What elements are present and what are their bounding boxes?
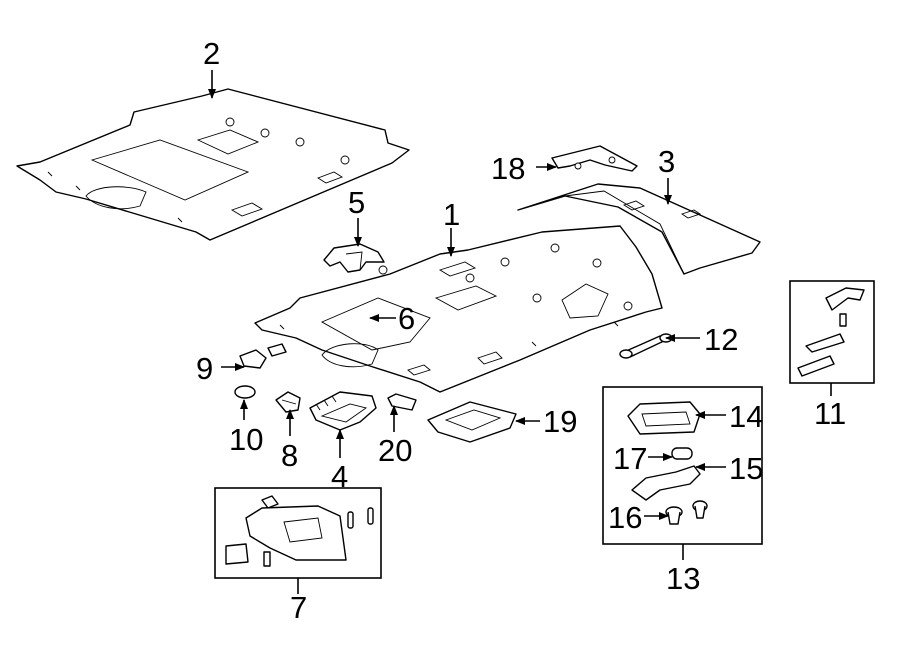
callout-20: 20: [378, 433, 412, 468]
callout-4: 4: [331, 459, 348, 494]
callout-13: 13: [666, 561, 700, 596]
headliner-rear-panel[interactable]: [517, 183, 761, 275]
fastener-16[interactable]: [665, 506, 683, 525]
fastener[interactable]: [692, 500, 708, 519]
callout-15: 15: [729, 451, 763, 486]
callout-17: 17: [613, 441, 647, 476]
callout-14: 14: [729, 399, 763, 434]
plug[interactable]: [234, 385, 256, 399]
callout-1: 1: [443, 197, 460, 232]
callout-10: 10: [229, 422, 263, 457]
callout-12: 12: [704, 322, 738, 357]
callout-6: 6: [398, 301, 415, 336]
callout-16: 16: [608, 500, 642, 535]
grab-handle[interactable]: [619, 333, 673, 359]
pillar-trim[interactable]: [797, 287, 865, 377]
callout-18: 18: [491, 151, 525, 186]
callout-9: 9: [196, 351, 213, 386]
bulb[interactable]: [671, 447, 693, 460]
callout-7: 7: [290, 590, 307, 625]
headliner-upper[interactable]: [16, 88, 410, 241]
callout-5: 5: [348, 185, 365, 220]
callout-19: 19: [543, 404, 577, 439]
headliner-main[interactable]: [254, 225, 663, 393]
callout-2: 2: [203, 36, 220, 71]
wire-clip[interactable]: [239, 343, 287, 369]
lamp-bracket[interactable]: [631, 465, 701, 501]
lamp-clip[interactable]: [387, 393, 417, 411]
sunvisor[interactable]: [225, 495, 374, 567]
retainer-clip[interactable]: [323, 243, 385, 273]
dome-lamp[interactable]: [309, 391, 377, 431]
callout-11: 11: [814, 396, 846, 431]
callout-3: 3: [658, 144, 675, 179]
reading-lamp[interactable]: [627, 401, 701, 435]
callout-8: 8: [281, 438, 298, 473]
wire-bracket[interactable]: [551, 145, 638, 172]
coat-hook[interactable]: [275, 391, 301, 413]
trim-group-box: [789, 280, 875, 384]
overhead-console[interactable]: [427, 401, 517, 443]
